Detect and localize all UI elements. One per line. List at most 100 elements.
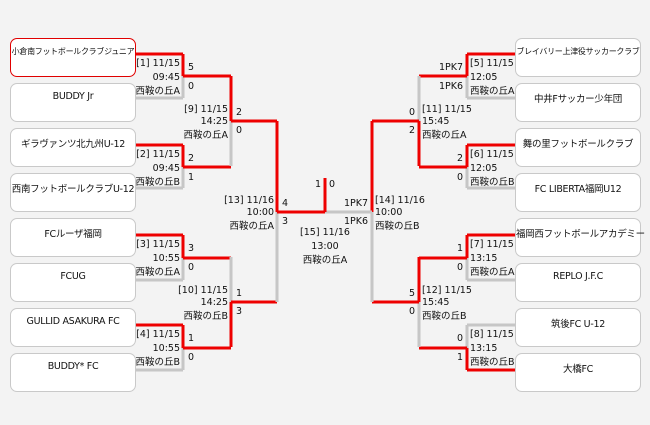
score-bottom: 0: [188, 352, 195, 363]
team-name: 筑後FC U-12: [551, 319, 605, 330]
match-label: [2] 11/15: [136, 149, 180, 160]
match-label: [4] 11/15: [136, 329, 180, 340]
final-match-time: 13:00: [311, 241, 339, 252]
score-bottom: 0: [188, 262, 195, 273]
match-venue: 西鞍の丘A: [422, 130, 467, 141]
final-match-venue: 西鞍の丘A: [302, 255, 348, 266]
match-venue: 西鞍の丘B: [183, 311, 228, 322]
team-box-left-3[interactable]: ギラヴァンツ北九州U-12: [10, 128, 136, 167]
score-bottom: 3: [236, 306, 243, 317]
team-box-right-5[interactable]: 福岡西フットボールアカデミー: [515, 218, 645, 257]
match-time: 14:25: [200, 116, 228, 127]
match-venue: 西鞍の丘B: [135, 177, 180, 188]
match-time: 09:45: [152, 72, 180, 83]
match-venue: 西鞍の丘B: [470, 357, 515, 368]
match-venue: 西鞍の丘B: [470, 177, 515, 188]
score-bottom: 2: [408, 125, 415, 136]
team-box-right-4[interactable]: FC LIBERTA福岡U12: [515, 173, 641, 212]
match-label: [12] 11/15: [422, 285, 472, 296]
team-box-right-1[interactable]: ブレイバリー上津役サッカークラブ: [515, 38, 641, 77]
match-label: [3] 11/15: [136, 239, 180, 250]
match-venue: 西鞍の丘A: [470, 86, 515, 97]
team-name: 福岡西フットボールアカデミー: [516, 229, 645, 240]
score-top: 1: [456, 243, 463, 254]
team-name: REPLO J.F.C: [553, 271, 603, 282]
match-venue: 西鞍の丘A: [135, 267, 181, 278]
score-bottom: 1: [188, 172, 195, 183]
team-name: 舞の里フットボールクラブ: [522, 139, 634, 150]
score-top: 4: [282, 198, 289, 209]
match-time: 09:45: [152, 163, 180, 174]
team-name: ギラヴァンツ北九州U-12: [20, 139, 126, 150]
team-box-left-8[interactable]: BUDDY* FC: [10, 353, 136, 392]
match-time: 10:00: [375, 207, 403, 218]
team-name: BUDDY* FC: [47, 361, 99, 372]
score-top: 3: [188, 243, 195, 254]
match-venue: 西鞍の丘A: [183, 130, 229, 141]
match-time: 15:45: [422, 297, 450, 308]
match-time: 13:15: [470, 343, 498, 354]
score-top: 5: [188, 62, 195, 73]
match-venue: 西鞍の丘B: [135, 357, 180, 368]
score-top: 1PK7: [343, 198, 368, 209]
match-time: 15:45: [422, 116, 450, 127]
team-box-right-6[interactable]: REPLO J.F.C: [515, 263, 641, 302]
score-bottom: 1PK6: [343, 216, 368, 227]
team-box-left-1[interactable]: 小倉南フットボールクラブジュニア: [10, 38, 136, 77]
team-name: 西南フットボールクラブU-12: [11, 184, 135, 195]
score-bottom: 1: [456, 352, 463, 363]
team-name: FC LIBERTA福岡U12: [534, 184, 622, 195]
team-box-left-6[interactable]: FCUG: [10, 263, 136, 302]
final-score-right: 0: [329, 179, 336, 190]
score-bottom: 0: [408, 306, 415, 317]
score-bottom: 1PK6: [438, 81, 463, 92]
team-name: 中井Fサッカー少年団: [534, 94, 622, 105]
score-bottom: 0: [236, 125, 243, 136]
match-label: [14] 11/16: [375, 195, 425, 206]
team-name: 小倉南フットボールクラブジュニア: [11, 47, 135, 56]
match-venue: 西鞍の丘A: [229, 221, 275, 232]
score-top: 0: [408, 107, 415, 118]
match-time: 10:55: [152, 343, 180, 354]
score-top: 1: [236, 288, 243, 299]
team-box-right-2[interactable]: 中井Fサッカー少年団: [515, 83, 641, 122]
team-box-left-4[interactable]: 西南フットボールクラブU-12: [10, 173, 136, 212]
team-name: ブレイバリー上津役サッカークラブ: [516, 47, 640, 56]
final-score-left: 1: [314, 179, 321, 190]
match-label: [10] 11/15: [178, 285, 228, 296]
team-box-left-7[interactable]: GULLID ASAKURA FC: [10, 308, 136, 347]
team-name: BUDDY Jr: [52, 91, 94, 102]
team-box-left-5[interactable]: FCルーザ福岡: [10, 218, 136, 257]
score-bottom: 3: [282, 216, 289, 227]
score-top: 5: [408, 288, 415, 299]
match-label: [9] 11/15: [184, 104, 228, 115]
team-name: FCUG: [60, 271, 86, 282]
score-top: 1: [188, 333, 195, 344]
match-time: 12:05: [470, 72, 498, 83]
match-time: 10:00: [246, 207, 274, 218]
score-top: 2: [188, 153, 195, 164]
match-venue: 西鞍の丘A: [470, 267, 515, 278]
match-label: [5] 11/15: [470, 58, 514, 69]
match-venue: 西鞍の丘B: [422, 311, 467, 322]
score-top: 2: [456, 153, 463, 164]
team-box-right-8[interactable]: 大橋FC: [515, 353, 641, 392]
score-bottom: 0: [188, 81, 195, 92]
match-label: [1] 11/15: [136, 58, 180, 69]
team-box-right-7[interactable]: 筑後FC U-12: [515, 308, 641, 347]
team-box-right-3[interactable]: 舞の里フットボールクラブ: [515, 128, 641, 167]
team-name: FCルーザ福岡: [44, 229, 102, 240]
team-name: 大橋FC: [563, 364, 593, 375]
score-top: 2: [236, 107, 243, 118]
score-top: 0: [456, 333, 463, 344]
match-label: [11] 11/15: [422, 104, 472, 115]
match-time: 12:05: [470, 163, 498, 174]
team-name: GULLID ASAKURA FC: [26, 316, 120, 327]
team-box-left-2[interactable]: BUDDY Jr: [10, 83, 136, 122]
match-label: [8] 11/15: [470, 329, 514, 340]
score-top: 1PK7: [438, 62, 463, 73]
match-venue: 西鞍の丘A: [135, 86, 181, 97]
final-match-label: [15] 11/16: [300, 227, 350, 238]
match-time: 10:55: [152, 253, 180, 264]
